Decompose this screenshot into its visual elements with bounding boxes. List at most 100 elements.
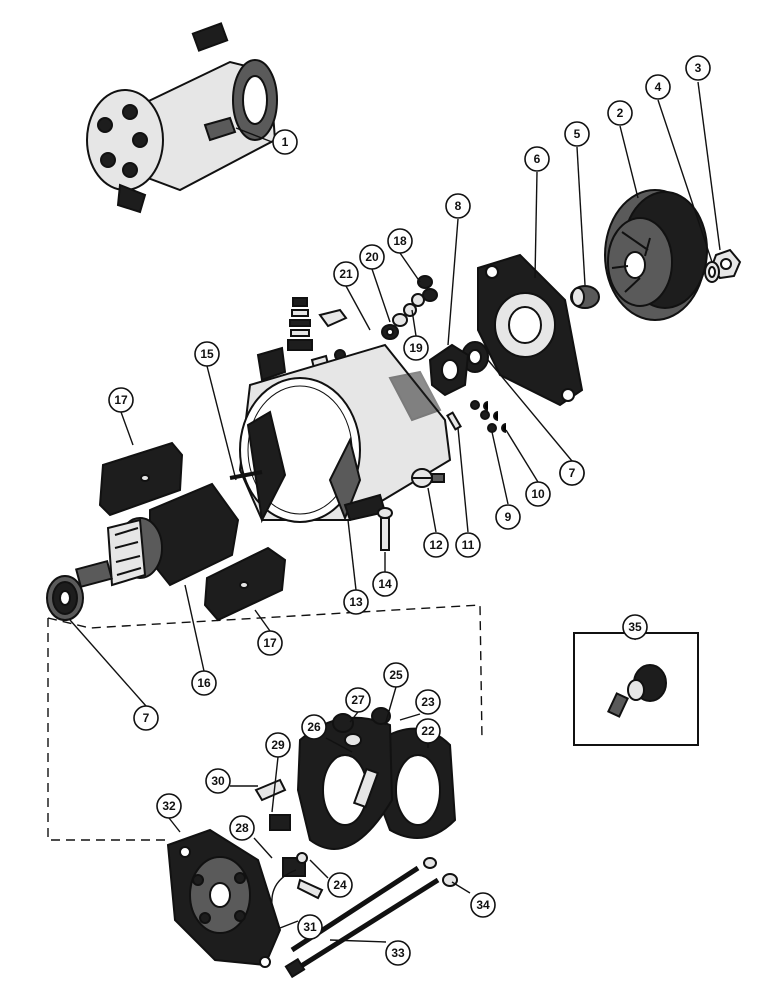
- callout-label: 2: [617, 106, 624, 120]
- callout-label: 24: [333, 878, 347, 892]
- callout-label: 14: [378, 577, 392, 591]
- callout: 22: [415, 718, 441, 744]
- drive-end-frame: [477, 253, 584, 407]
- callout-label: 25: [389, 668, 403, 682]
- frame-screws: [470, 400, 507, 433]
- callout-label: 6: [534, 152, 541, 166]
- callout-label: 11: [462, 538, 475, 552]
- leader-lines: [69, 81, 721, 943]
- callout-label: 8: [455, 199, 462, 213]
- field-coil-22: [373, 727, 457, 839]
- callout: 18: [387, 228, 413, 254]
- callout-label: 4: [655, 80, 662, 94]
- callout: 25: [383, 662, 409, 688]
- insulator-nuts: [332, 707, 391, 747]
- callout: 11: [455, 532, 481, 558]
- callout: 7: [133, 705, 159, 731]
- callout: 24: [327, 872, 353, 898]
- dowel-pin: [446, 411, 462, 431]
- armature: [74, 470, 263, 589]
- spacer: [570, 285, 600, 309]
- callout-label: 20: [365, 250, 379, 264]
- brush-parts: [254, 778, 324, 906]
- callout: 1: [272, 129, 298, 155]
- callout: 19: [403, 335, 429, 361]
- inset-box-35: [573, 632, 699, 746]
- callout: 14: [372, 571, 398, 597]
- callout-label: 5: [574, 127, 581, 141]
- assembled-generator: [86, 22, 278, 214]
- field-coil-23: [296, 716, 394, 850]
- callout-label: 19: [409, 341, 423, 355]
- callout: 4: [645, 74, 671, 100]
- pole-shoe-lower: [203, 546, 287, 622]
- callout-label: 31: [303, 920, 317, 934]
- callout-label: 35: [628, 620, 642, 634]
- commutator-end-frame: [166, 828, 282, 968]
- callout: 3: [685, 55, 711, 81]
- callout-label: 12: [429, 538, 443, 552]
- callout: 17: [108, 387, 134, 413]
- callout: 5: [564, 121, 590, 147]
- pole-shoe-screw: [411, 468, 445, 488]
- callout-label: 18: [393, 234, 407, 248]
- callout: 26: [301, 714, 327, 740]
- callout-label: 22: [421, 724, 435, 738]
- bearing-commutator-end: [46, 575, 84, 621]
- callout-label: 15: [200, 347, 214, 361]
- callouts: 1 2 3 4 5 6 7 8 18 20 21 19 15 17 12 11 …: [108, 55, 711, 966]
- callout: 2: [607, 100, 633, 126]
- callout-label: 13: [349, 595, 363, 609]
- callout: 35: [622, 614, 648, 640]
- pulley: [604, 189, 708, 321]
- field-frame-housing: [238, 343, 452, 524]
- callout: 17: [257, 630, 283, 656]
- callout-label: 27: [351, 693, 365, 707]
- housing-bolt: [377, 507, 393, 551]
- callout-label: 29: [271, 738, 285, 752]
- callout-label: 32: [162, 799, 176, 813]
- callout-label: 30: [211, 774, 225, 788]
- callout: 16: [191, 670, 217, 696]
- callout: 34: [470, 892, 496, 918]
- callout: 30: [205, 768, 231, 794]
- callout: 31: [297, 914, 323, 940]
- callout-label: 7: [569, 466, 576, 480]
- bearing-retainer-plate: [428, 343, 470, 397]
- callout: 29: [265, 732, 291, 758]
- callout: 6: [524, 146, 550, 172]
- callout-label: 9: [505, 510, 512, 524]
- bearing-drive-end: [461, 341, 489, 373]
- callout: 13: [343, 589, 369, 615]
- lock-washer: [704, 261, 720, 283]
- callout: 12: [423, 532, 449, 558]
- callout-label: 33: [391, 946, 405, 960]
- callout: 15: [194, 341, 220, 367]
- callout-label: 34: [476, 898, 490, 912]
- callout: 10: [525, 481, 551, 507]
- callout: 7: [559, 460, 585, 486]
- callout-label: 28: [235, 821, 249, 835]
- callout: 21: [333, 261, 359, 287]
- callout: 9: [495, 504, 521, 530]
- callout: 28: [229, 815, 255, 841]
- callout: 23: [415, 689, 441, 715]
- callout: 32: [156, 793, 182, 819]
- callout-label: 10: [531, 487, 545, 501]
- callout: 8: [445, 193, 471, 219]
- callout-label: 17: [263, 636, 277, 650]
- callout-label: 1: [282, 135, 289, 149]
- field-lead: [352, 767, 380, 809]
- bolt-washers: [423, 857, 458, 887]
- callout-label: 16: [197, 676, 211, 690]
- callout-label: 3: [695, 61, 702, 75]
- callout-label: 7: [143, 711, 150, 725]
- callout-label: 17: [114, 393, 128, 407]
- callout-label: 23: [421, 695, 435, 709]
- callout-label: 21: [339, 267, 353, 281]
- pole-shoe-upper: [98, 441, 184, 517]
- callout-label: 26: [307, 720, 321, 734]
- terminal-hardware: [381, 275, 438, 340]
- callout: 20: [359, 244, 385, 270]
